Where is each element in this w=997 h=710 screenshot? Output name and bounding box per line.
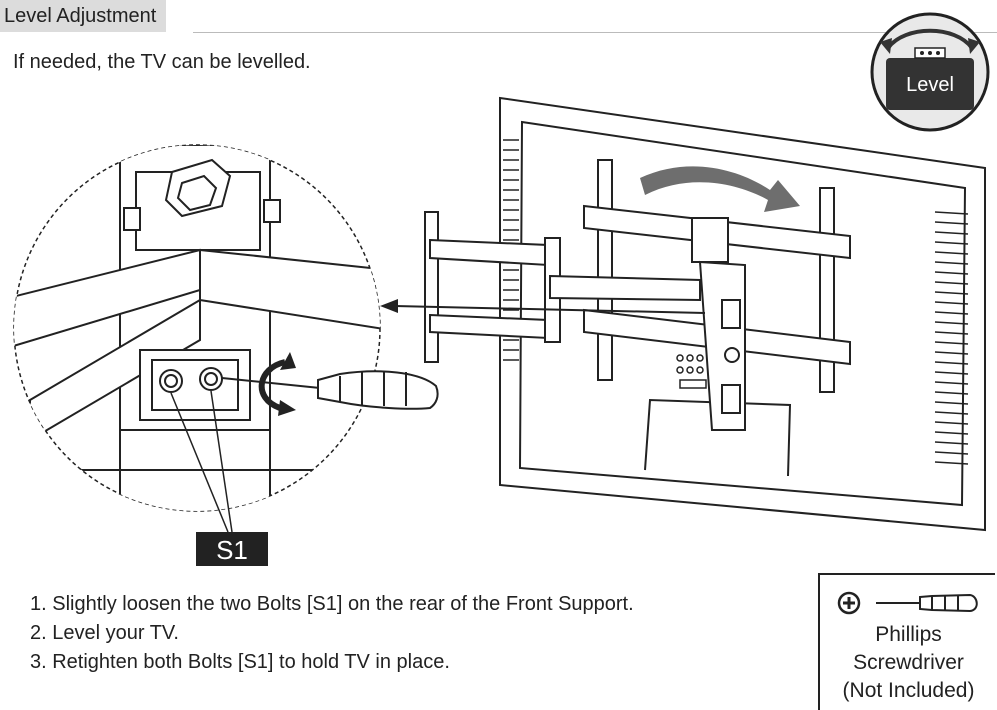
- callout-leader-lines: [170, 390, 233, 533]
- tool-name-line2: Screwdriver: [853, 651, 964, 674]
- instruction-step: 2. Level your TV.: [30, 622, 179, 644]
- rotate-arrow-icon: [258, 359, 286, 411]
- s1-callout: S1: [196, 532, 268, 566]
- s1-label: S1: [216, 535, 248, 565]
- section-title: Level Adjustment: [0, 0, 167, 32]
- tool-note: (Not Included): [842, 679, 975, 702]
- screwdriver-icon: [876, 593, 978, 613]
- phillips-head-icon: [837, 591, 861, 615]
- badge-rotate-arrow-icon: [886, 28, 974, 50]
- level-badge-label: Level: [906, 74, 954, 96]
- header-divider: [193, 32, 997, 33]
- level-badge: Level: [870, 12, 990, 132]
- tool-icons: [837, 591, 978, 615]
- tool-required-box: Phillips Screwdriver (Not Included): [818, 573, 995, 710]
- detail-pointer-arrow: [380, 299, 706, 314]
- instruction-step: 1. Slightly loosen the two Bolts [S1] on…: [30, 593, 634, 615]
- instruction-list: 1. Slightly loosen the two Bolts [S1] on…: [30, 590, 634, 677]
- mount-bracket: [424, 159, 851, 431]
- tilt-arrow-icon: [640, 166, 800, 212]
- screwdriver-illustration: [221, 370, 439, 410]
- intro-text: If needed, the TV can be levelled.: [13, 51, 311, 73]
- instruction-step: 3. Retighten both Bolts [S1] to hold TV …: [30, 651, 450, 673]
- zoom-detail: [13, 144, 439, 512]
- tool-name-line1: Phillips: [875, 623, 942, 646]
- tv-ports: [676, 354, 707, 389]
